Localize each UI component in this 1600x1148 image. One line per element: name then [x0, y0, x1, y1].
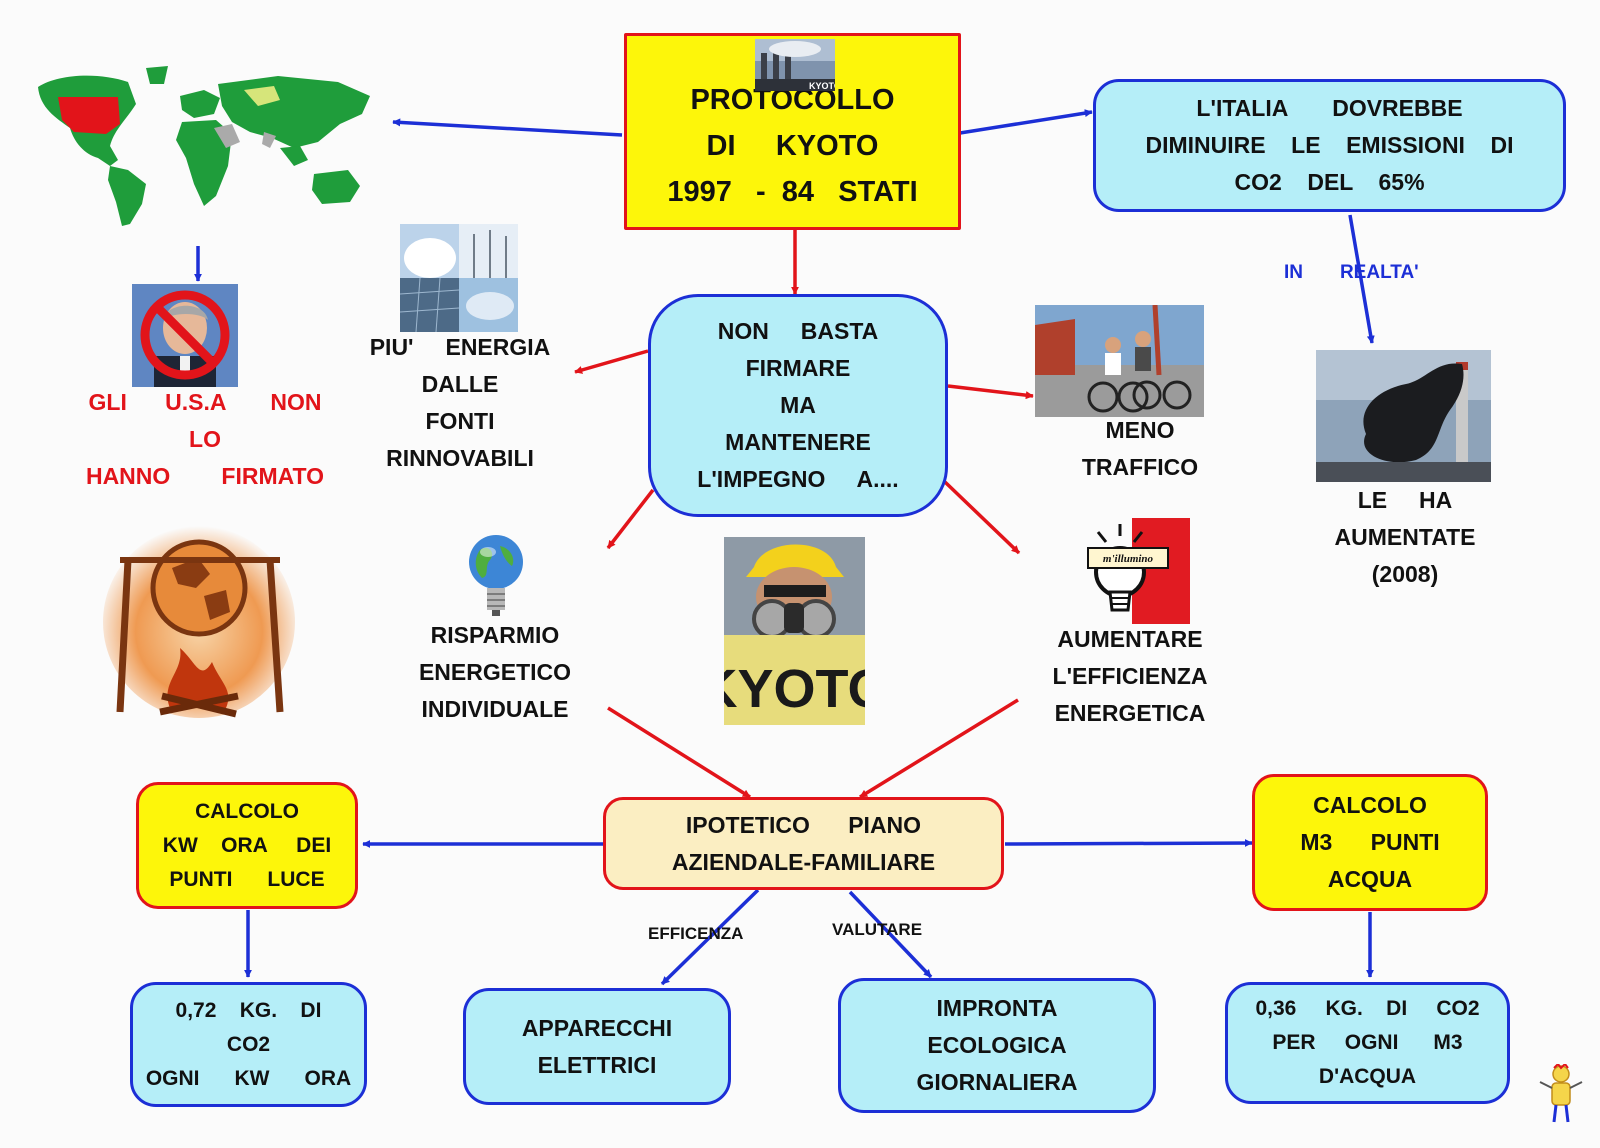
kyoto-factory-thumbnail: KYOTO — [755, 39, 835, 91]
apparecchi-line: ELETTRICI — [537, 1051, 657, 1078]
co2-kw-line: 0,72 KG. DI — [175, 998, 322, 1022]
title-line: 1997 - 84 STATI — [667, 176, 918, 208]
italia-line: L'ITALIA DOVREBBE — [1196, 95, 1463, 121]
calcolo-m3-line: M3 PUNTI — [1300, 829, 1440, 855]
gas-mask-kyoto-photo: KYOTO — [724, 537, 865, 725]
in-realta-label: IN REALTA' — [1284, 262, 1419, 283]
arrow-title-to-map — [392, 118, 623, 137]
lightbulb-logo-icon: m'illumino — [1084, 518, 1190, 624]
world-map-icon — [18, 62, 386, 230]
piano-line: AZIENDALE-FAMILIARE — [671, 848, 936, 875]
efficenza-label: EFFICENZA — [648, 924, 744, 943]
risparmio-line: INDIVIDUALE — [421, 696, 569, 722]
impronta-line: GIORNALIERA — [916, 1069, 1078, 1095]
kyoto-sign-text: KYOTO — [724, 659, 865, 719]
arrow-piano-to-apparecchi — [660, 888, 760, 986]
non-basta-firmare-box: NON BASTA FIRMARE MA MANTENERE L'IMPEGNO… — [648, 294, 948, 517]
co2-per-m3-box: 0,36 KG. DI CO2 PER OGNI M3 D'ACQUA — [1225, 982, 1510, 1104]
calcolo-kw-line: KW ORA DEI — [162, 833, 332, 857]
usa-line: HANNO FIRMATO — [85, 463, 325, 489]
efficienza-line: AUMENTARE — [1057, 626, 1203, 652]
usa-line: GLI U.S.A NON — [88, 389, 322, 415]
arrow-risparmio-to-piano — [607, 706, 751, 799]
efficienza-line: ENERGETICA — [1054, 700, 1206, 726]
traffico-line: TRAFFICO — [1081, 454, 1199, 480]
italia-line: CO2 DEL 65% — [1234, 169, 1425, 195]
calcolo-m3-line: CALCOLO — [1313, 792, 1427, 818]
piano-line: IPOTETICO PIANO — [685, 811, 922, 838]
energia-line: DALLE — [421, 371, 499, 397]
renewable-energy-label: PIU' ENERGIA DALLE FONTI RINNOVABILI — [340, 329, 580, 477]
valutare-label: VALUTARE — [832, 920, 923, 939]
smokestack-photo — [1316, 350, 1491, 482]
calcolo-kw-line: CALCOLO — [195, 799, 299, 823]
piano-aziendale-box: IPOTETICO PIANO AZIENDALE-FAMILIARE — [603, 797, 1004, 890]
arrow-nonbasta-to-energia — [574, 349, 649, 374]
energia-line: RINNOVABILI — [386, 445, 534, 471]
co2-acqua-line: D'ACQUA — [1318, 1065, 1417, 1088]
less-traffic-label: MENO TRAFFICO — [1040, 412, 1240, 486]
title-line: DI KYOTO — [706, 130, 879, 162]
arrow-piano-to-impronta — [848, 890, 933, 979]
arrow-nonbasta-to-traffico — [947, 384, 1034, 400]
aumentate-line: (2008) — [1371, 561, 1439, 587]
kyoto-thumbnail-badge: KYOTO — [809, 81, 835, 91]
lamp-logo-text: m'illumino — [1103, 553, 1154, 565]
mascot-icon — [1538, 1064, 1584, 1126]
italia-line: DIMINUIRE LE EMISSIONI DI — [1145, 132, 1514, 158]
energy-saving-label: RISPARMIO ENERGETICO INDIVIDUALE — [395, 617, 595, 728]
solar-wind-photo — [400, 224, 518, 332]
arrow-nonbasta-to-risparmio — [606, 488, 655, 550]
italia-emissions-box: L'ITALIA DOVREBBE DIMINUIRE LE EMISSIONI… — [1093, 79, 1566, 212]
energia-line: PIU' ENERGIA — [369, 334, 551, 360]
fire-globe-icon — [100, 512, 298, 722]
risparmio-line: ENERGETICO — [418, 659, 572, 685]
cyclists-photo — [1035, 305, 1204, 417]
non-basta-line: MA — [780, 392, 816, 418]
usa-line: LO — [189, 426, 221, 452]
calcolo-m3-line: ACQUA — [1327, 866, 1413, 892]
apparecchi-line: APPARECCHI — [521, 1014, 673, 1041]
energia-line: FONTI — [425, 408, 495, 434]
apparecchi-elettrici-box: APPARECCHI ELETTRICI — [463, 988, 731, 1105]
arrow-piano-to-calcolom3 — [1004, 839, 1253, 848]
efficienza-line: L'EFFICIENZA — [1052, 663, 1208, 689]
calcolo-kw-line: PUNTI LUCE — [169, 867, 325, 891]
globe-bulb-icon — [466, 532, 526, 620]
no-bush-icon — [132, 284, 238, 387]
kyoto-protocol-title-box: KYOTO PROTOCOLLO DI KYOTO 1997 - 84 STAT… — [624, 33, 961, 230]
impronta-ecologica-box: IMPRONTA ECOLOGICA GIORNALIERA — [838, 978, 1156, 1113]
impronta-line: IMPRONTA — [936, 995, 1058, 1021]
co2-per-kw-box: 0,72 KG. DI CO2 OGNI KW ORA — [130, 982, 367, 1107]
risparmio-line: RISPARMIO — [430, 622, 560, 648]
co2-acqua-line: PER OGNI M3 — [1272, 1031, 1463, 1054]
non-basta-line: MANTENERE — [725, 429, 871, 455]
aumentate-line: AUMENTATE — [1334, 524, 1476, 550]
arrow-nonbasta-to-efficienza — [943, 480, 1021, 555]
arrow-title-to-italia — [959, 109, 1093, 135]
emissions-increased-label: LE HA AUMENTATE (2008) — [1290, 482, 1520, 593]
non-basta-line: L'IMPEGNO A.... — [697, 466, 899, 492]
co2-kw-line: CO2 — [226, 1032, 271, 1056]
traffico-line: MENO — [1105, 417, 1175, 443]
arrow-italia-to-aumentate — [1348, 214, 1375, 344]
usa-not-signed-label: GLI U.S.A NON LO HANNO FIRMATO — [40, 384, 370, 495]
arrow-efficienza-to-piano — [859, 698, 1019, 799]
impronta-line: ECOLOGICA — [927, 1032, 1067, 1058]
non-basta-line: NON BASTA — [717, 318, 879, 344]
co2-acqua-line: 0,36 KG. DI CO2 — [1255, 997, 1480, 1020]
calcolo-m3-box: CALCOLO M3 PUNTI ACQUA — [1252, 774, 1488, 911]
energy-efficiency-label: AUMENTARE L'EFFICIENZA ENERGETICA — [1020, 621, 1240, 732]
non-basta-line: FIRMARE — [745, 355, 851, 381]
calcolo-kw-box: CALCOLO KW ORA DEI PUNTI LUCE — [136, 782, 358, 909]
co2-kw-line: OGNI KW ORA — [145, 1066, 352, 1090]
aumentate-line: LE HA — [1357, 487, 1453, 513]
